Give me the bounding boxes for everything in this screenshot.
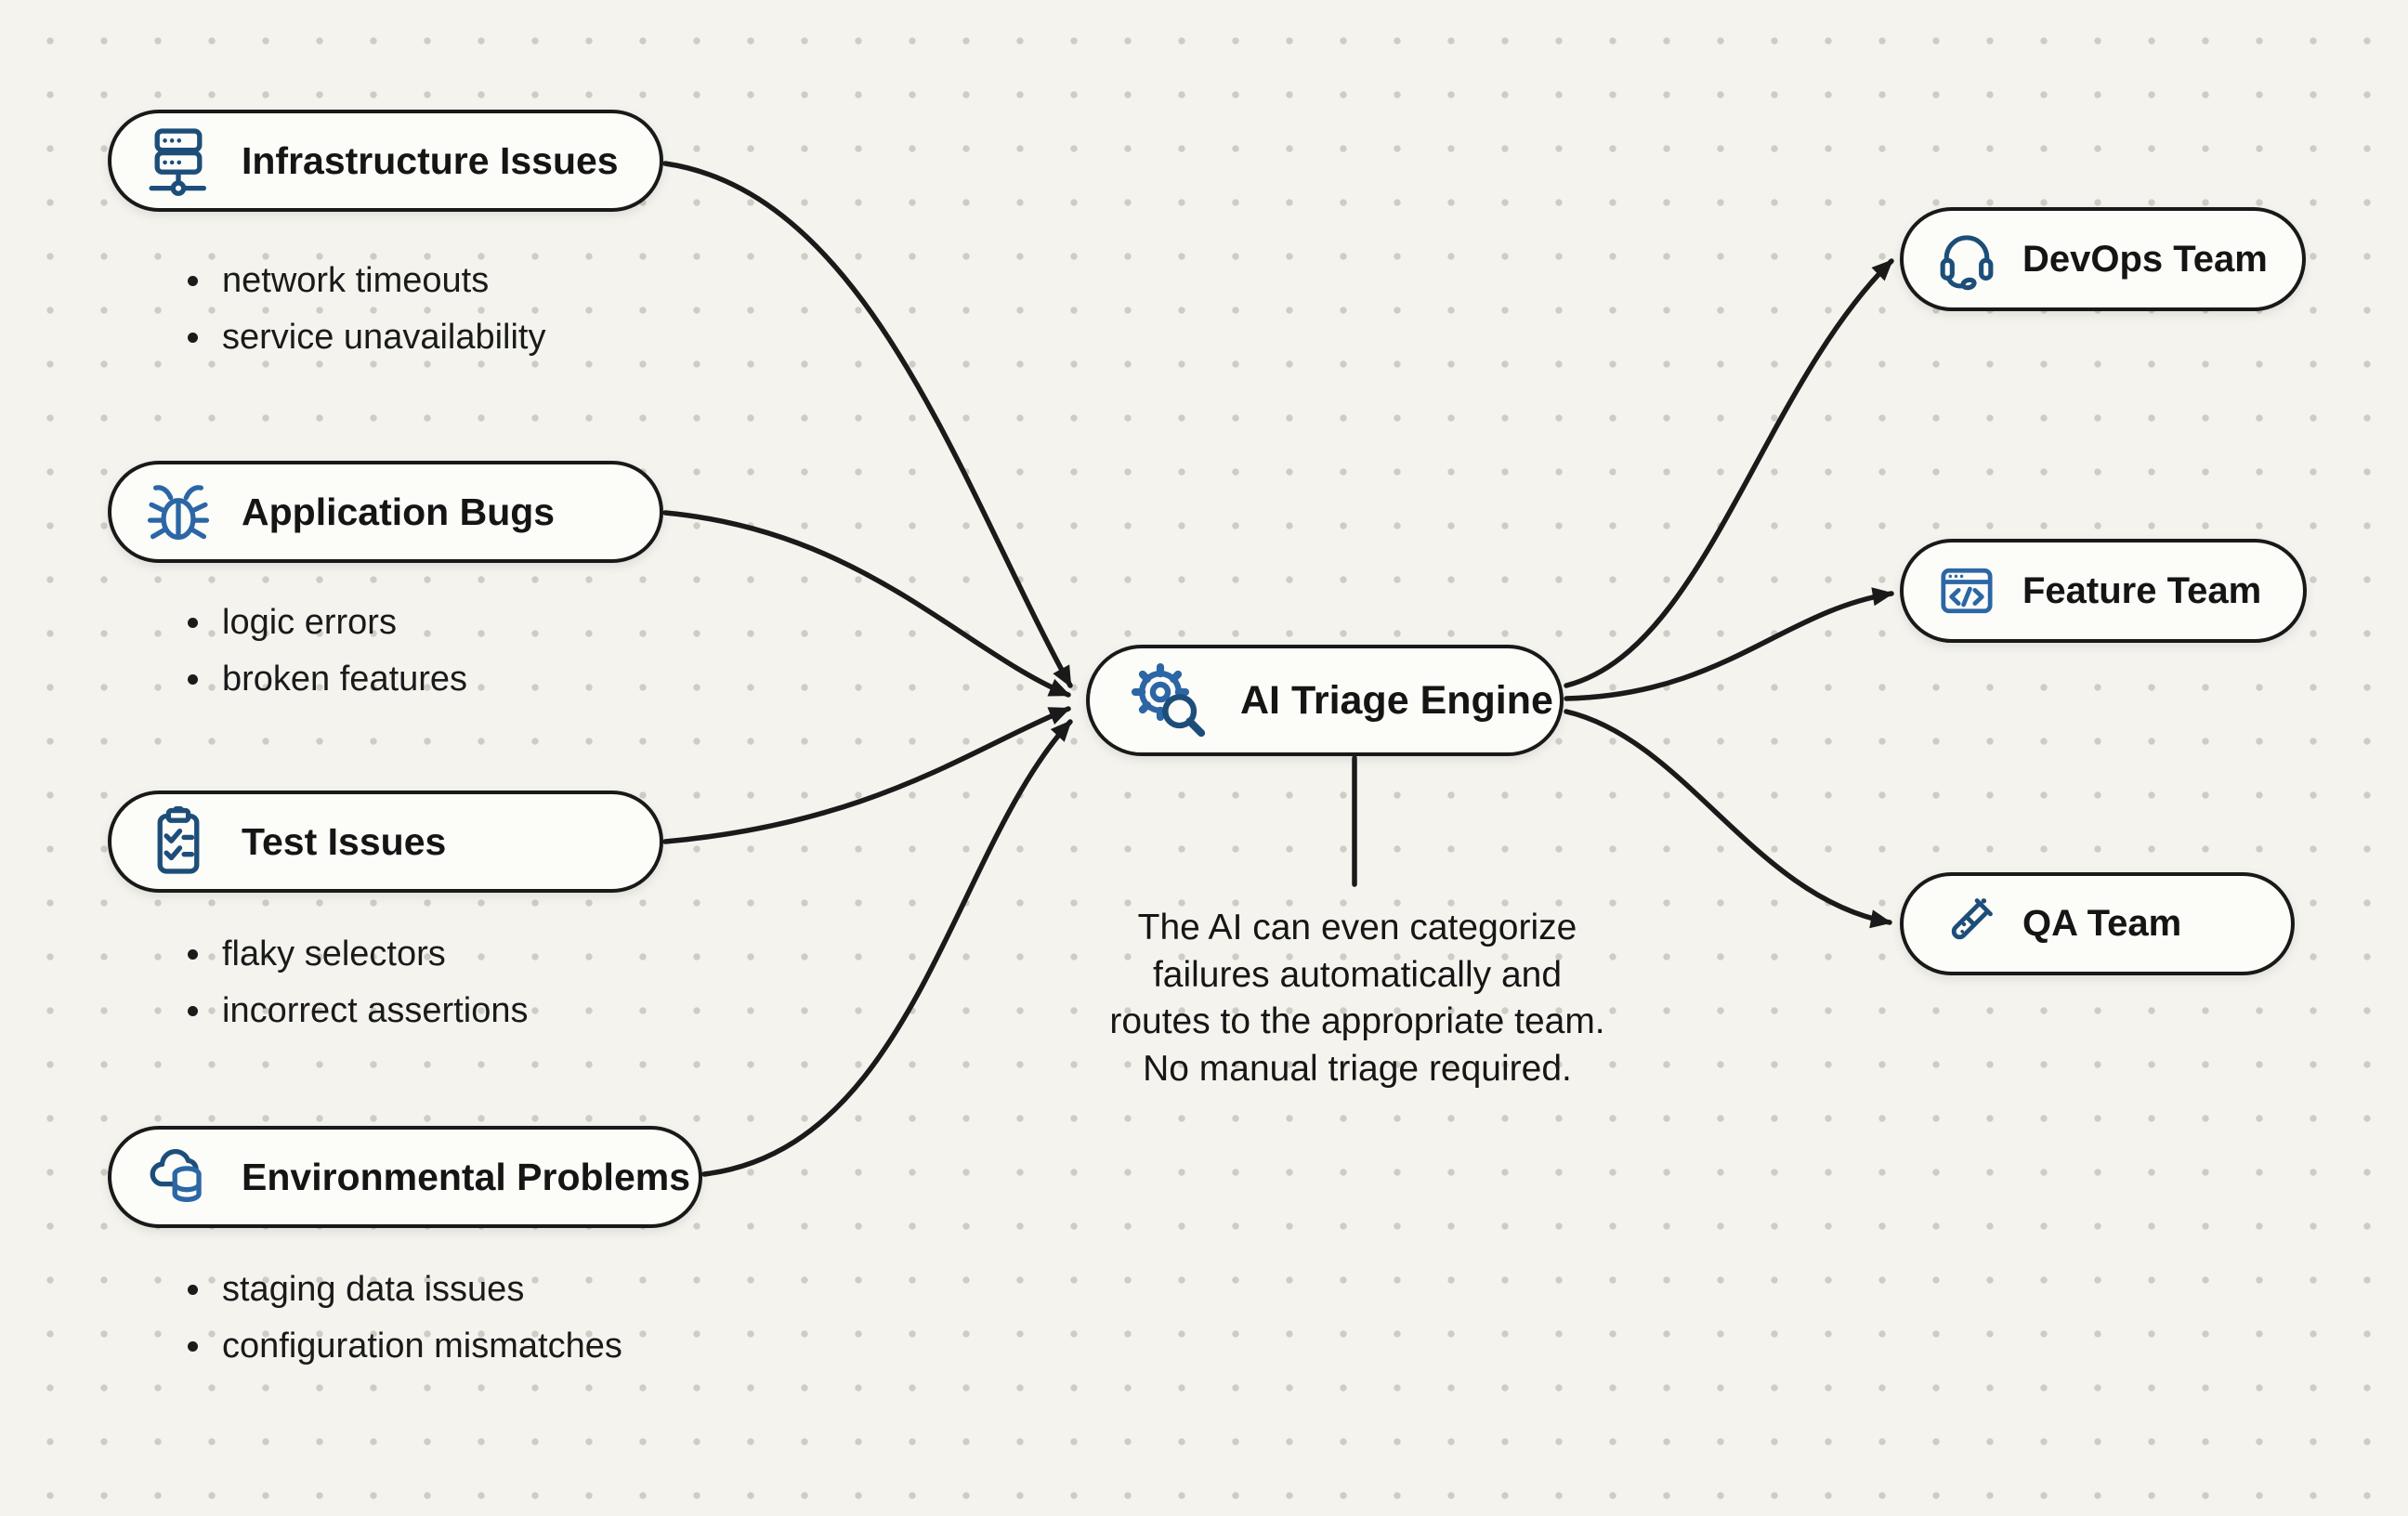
- edge-infrastructure-to-engine: [662, 161, 1073, 688]
- bullet-marker: [188, 618, 198, 628]
- note-line: routes to the appropriate team.: [1109, 1001, 1605, 1041]
- edge-engine-to-feature: [1564, 587, 1894, 701]
- bullet-text: broken features: [222, 660, 468, 699]
- clipboard-checklist-icon: [157, 806, 200, 874]
- edge-application-to-engine: [662, 510, 1071, 698]
- environment-bullets: staging data issues configuration mismat…: [0, 1261, 622, 1375]
- edge-engine-to-qa: [1564, 709, 1892, 929]
- source-label: Application Bugs: [242, 490, 556, 533]
- bullet-item: logic errors: [0, 595, 467, 651]
- bullet-item: staging data issues: [0, 1261, 622, 1318]
- bullet-marker: [188, 1341, 198, 1352]
- bullet-text: flaky selectors: [222, 934, 446, 974]
- note-line: No manual triage required.: [1143, 1048, 1572, 1089]
- gear-search-icon: [1131, 662, 1206, 738]
- team-box-qa: QA Team: [1900, 872, 2295, 975]
- bullet-text: network timeouts: [222, 261, 490, 300]
- bullet-text: logic errors: [222, 603, 397, 642]
- team-box-feature: Feature Team: [1900, 539, 2307, 643]
- team-label: Feature Team: [2022, 569, 2262, 611]
- source-box-infrastructure: Infrastructure Issues: [108, 110, 663, 212]
- team-label: DevOps Team: [2022, 238, 2268, 280]
- bullet-marker: [188, 674, 198, 685]
- bullet-marker: [188, 1285, 198, 1295]
- edge-test-to-engine: [662, 706, 1071, 844]
- bullet-item: broken features: [0, 651, 467, 708]
- bullet-text: incorrect assertions: [222, 991, 529, 1030]
- note-line: The AI can even categorize: [1137, 908, 1577, 948]
- browser-code-icon: [1941, 568, 1993, 614]
- source-label: Infrastructure Issues: [242, 138, 619, 182]
- application-bullets: logic errors broken features: [0, 595, 467, 708]
- bullet-item: configuration mismatches: [0, 1318, 622, 1375]
- team-label: QA Team: [2022, 903, 2182, 944]
- edge-engine-to-devops: [1564, 258, 1894, 688]
- bullet-marker: [188, 276, 198, 286]
- bullet-text: service unavailability: [222, 318, 546, 357]
- source-box-test: Test Issues: [108, 791, 663, 893]
- infrastructure-bullets: network timeouts service unavailability: [0, 253, 546, 366]
- bug-icon: [147, 485, 210, 541]
- bullet-item: service unavailability: [0, 309, 546, 366]
- headset-icon: [1940, 235, 1994, 291]
- source-label: Test Issues: [242, 819, 447, 863]
- cloud-database-icon: [150, 1148, 202, 1202]
- bullet-item: network timeouts: [0, 253, 546, 309]
- engine-label: AI Triage Engine: [1240, 677, 1553, 723]
- bullet-text: staging data issues: [222, 1270, 525, 1309]
- bullet-item: incorrect assertions: [0, 983, 528, 1039]
- engine-box: AI Triage Engine: [1086, 645, 1564, 756]
- bullet-marker: [188, 333, 198, 343]
- test-bullets: flaky selectors incorrect assertions: [0, 926, 528, 1039]
- note-line: failures automatically and: [1152, 954, 1563, 995]
- source-box-environment: Environmental Problems: [108, 1126, 702, 1228]
- bullet-text: configuration mismatches: [222, 1326, 622, 1366]
- team-box-devops: DevOps Team: [1900, 207, 2306, 311]
- source-box-application: Application Bugs: [108, 461, 663, 563]
- server-icon: [149, 128, 207, 196]
- edge-environment-to-engine: [701, 719, 1073, 1177]
- bullet-marker: [188, 949, 198, 960]
- engine-note: The AI can even categorize failures auto…: [1048, 905, 1667, 1092]
- test-tube-icon: [1951, 897, 1993, 939]
- bullet-marker: [188, 1006, 198, 1016]
- source-label: Environmental Problems: [242, 1155, 691, 1198]
- bullet-item: flaky selectors: [0, 926, 528, 983]
